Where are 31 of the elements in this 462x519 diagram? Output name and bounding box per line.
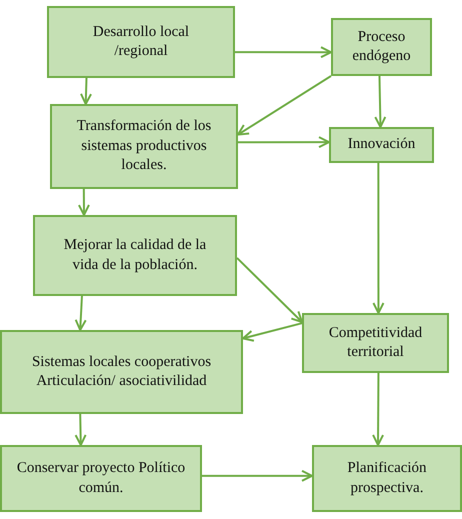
process-box: [331, 18, 432, 76]
box-label: Proceso endógeno: [351, 28, 412, 66]
process-box: [33, 215, 237, 296]
arrow: [235, 46, 332, 58]
box-label: Transformación de los sistemas productivos locales.: [76, 117, 212, 176]
arrow: [74, 296, 87, 331]
process-box: [47, 6, 235, 78]
box-label: Innovación: [348, 135, 416, 154]
box-label: Sistemas locales cooperativos Articulación/ asociativilidad: [30, 352, 212, 391]
process-box: [0, 445, 202, 512]
box-label: Mejorar la calidad de la vida de la población.: [62, 236, 208, 274]
box-label: Desarrollo local /regional: [92, 22, 190, 61]
process-box: [50, 104, 238, 189]
arrow: [202, 470, 313, 482]
arrow: [80, 78, 92, 105]
box-label: Competitividad territorial: [328, 324, 424, 362]
box-label: Planificación prospectiva.: [346, 459, 428, 498]
process-box: [302, 313, 449, 373]
arrow: [242, 322, 302, 342]
arrow: [236, 257, 303, 323]
arrow: [74, 414, 87, 446]
arrow: [237, 75, 332, 136]
arrow: [374, 76, 386, 128]
box-label: Conservar proyecto Político común.: [16, 459, 186, 498]
process-box: [329, 127, 434, 163]
arrow: [78, 189, 90, 216]
arrow: [238, 136, 330, 148]
process-box: [0, 330, 243, 414]
arrow: [372, 163, 384, 314]
arrow: [372, 373, 384, 446]
process-box: [312, 445, 462, 512]
